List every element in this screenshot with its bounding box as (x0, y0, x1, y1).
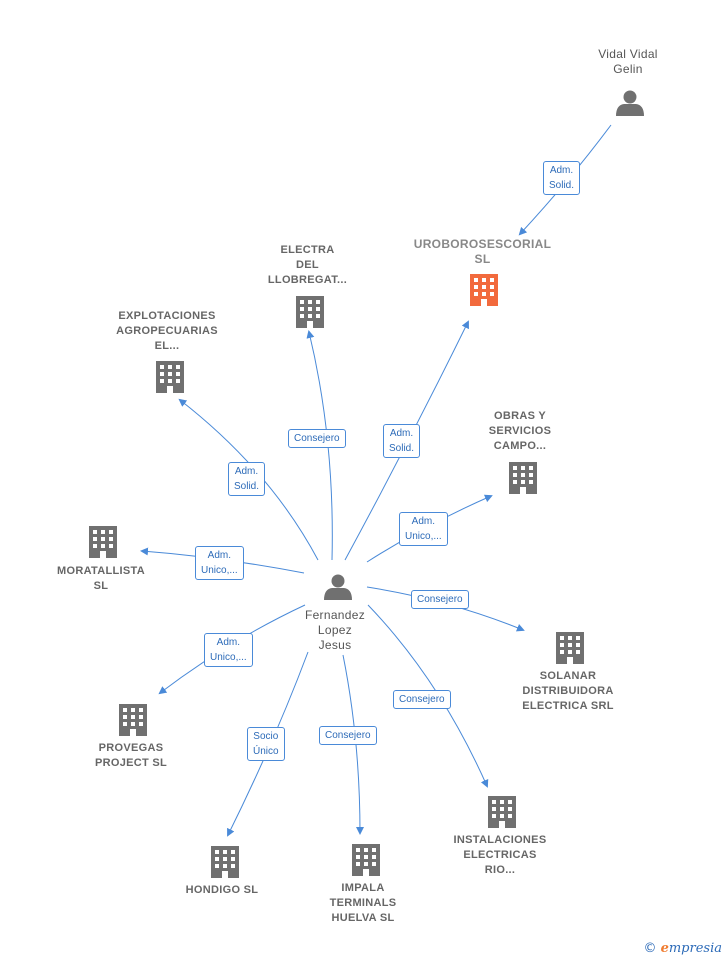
building-icon-instalaciones[interactable] (486, 794, 518, 830)
building-icon-electra[interactable] (294, 294, 326, 330)
node-label-fernandez[interactable]: Fernandez Lopez Jesus (304, 608, 366, 652)
edge-label-fernandez-provegas[interactable]: Adm. Unico,... (204, 633, 253, 667)
building-icon-obras[interactable] (507, 460, 539, 496)
node-label-solanar[interactable]: SOLANAR DISTRIBUIDORA ELECTRICA SRL (522, 670, 614, 712)
node-label-hondigo[interactable]: HONDIGO SL (185, 884, 259, 896)
edge-label-fernandez-explotaciones[interactable]: Adm. Solid. (228, 462, 266, 496)
building-icon-solanar[interactable] (554, 630, 586, 666)
building-icon-moratallista[interactable] (87, 524, 119, 560)
icons-layer (324, 90, 644, 601)
node-label-explotaciones[interactable]: EXPLOTACIONES AGROPECUARIAS EL... (116, 310, 218, 352)
node-label-moratallista[interactable]: MORATALLISTA SL (57, 565, 145, 592)
edge-label-fernandez-solanar[interactable]: Consejero (411, 590, 469, 609)
copyright-icon: © (643, 941, 657, 956)
edge-label-fernandez-instalaciones[interactable]: Consejero (393, 690, 451, 709)
building-icon-provegas[interactable] (117, 702, 149, 738)
building-icon-impala[interactable] (350, 842, 382, 878)
person-icon[interactable] (616, 90, 644, 117)
edge-label-fernandez-impala[interactable]: Consejero (319, 726, 377, 745)
building-icon-explotaciones[interactable] (154, 359, 186, 395)
edge-label-fernandez-uroboros[interactable]: Adm. Solid. (383, 424, 421, 458)
building-icon-hondigo[interactable] (209, 844, 241, 880)
edge-fernandez-instalaciones (367, 604, 489, 788)
node-label-vidal[interactable]: Vidal Vidal Gelin (598, 47, 658, 76)
node-label-obras[interactable]: OBRAS Y SERVICIOS CAMPO... (488, 410, 552, 452)
edge-label-vidal-uroboros[interactable]: Adm. Solid. (543, 161, 581, 195)
edge-label-fernandez-electra[interactable]: Consejero (288, 429, 346, 448)
edge-label-fernandez-moratallista[interactable]: Adm. Unico,... (195, 546, 244, 580)
node-label-instalaciones[interactable]: INSTALACIONES ELECTRICAS RIO... (453, 834, 547, 876)
edge-label-fernandez-obras[interactable]: Adm. Unico,... (399, 512, 448, 546)
node-label-electra[interactable]: ELECTRA DEL LLOBREGAT... (267, 244, 348, 286)
building-icon-main[interactable] (468, 272, 500, 308)
node-label-provegas[interactable]: PROVEGAS PROJECT SL (94, 742, 168, 769)
empresia-logo[interactable]: © empresia (643, 941, 722, 956)
node-label-uroboros[interactable]: UROBOROSESCORIAL SL (413, 237, 552, 266)
edge-label-fernandez-hondigo[interactable]: Socio Único (247, 727, 285, 761)
person-icon[interactable] (324, 574, 352, 601)
node-label-impala[interactable]: IMPALA TERMINALS HUELVA SL (329, 882, 397, 924)
